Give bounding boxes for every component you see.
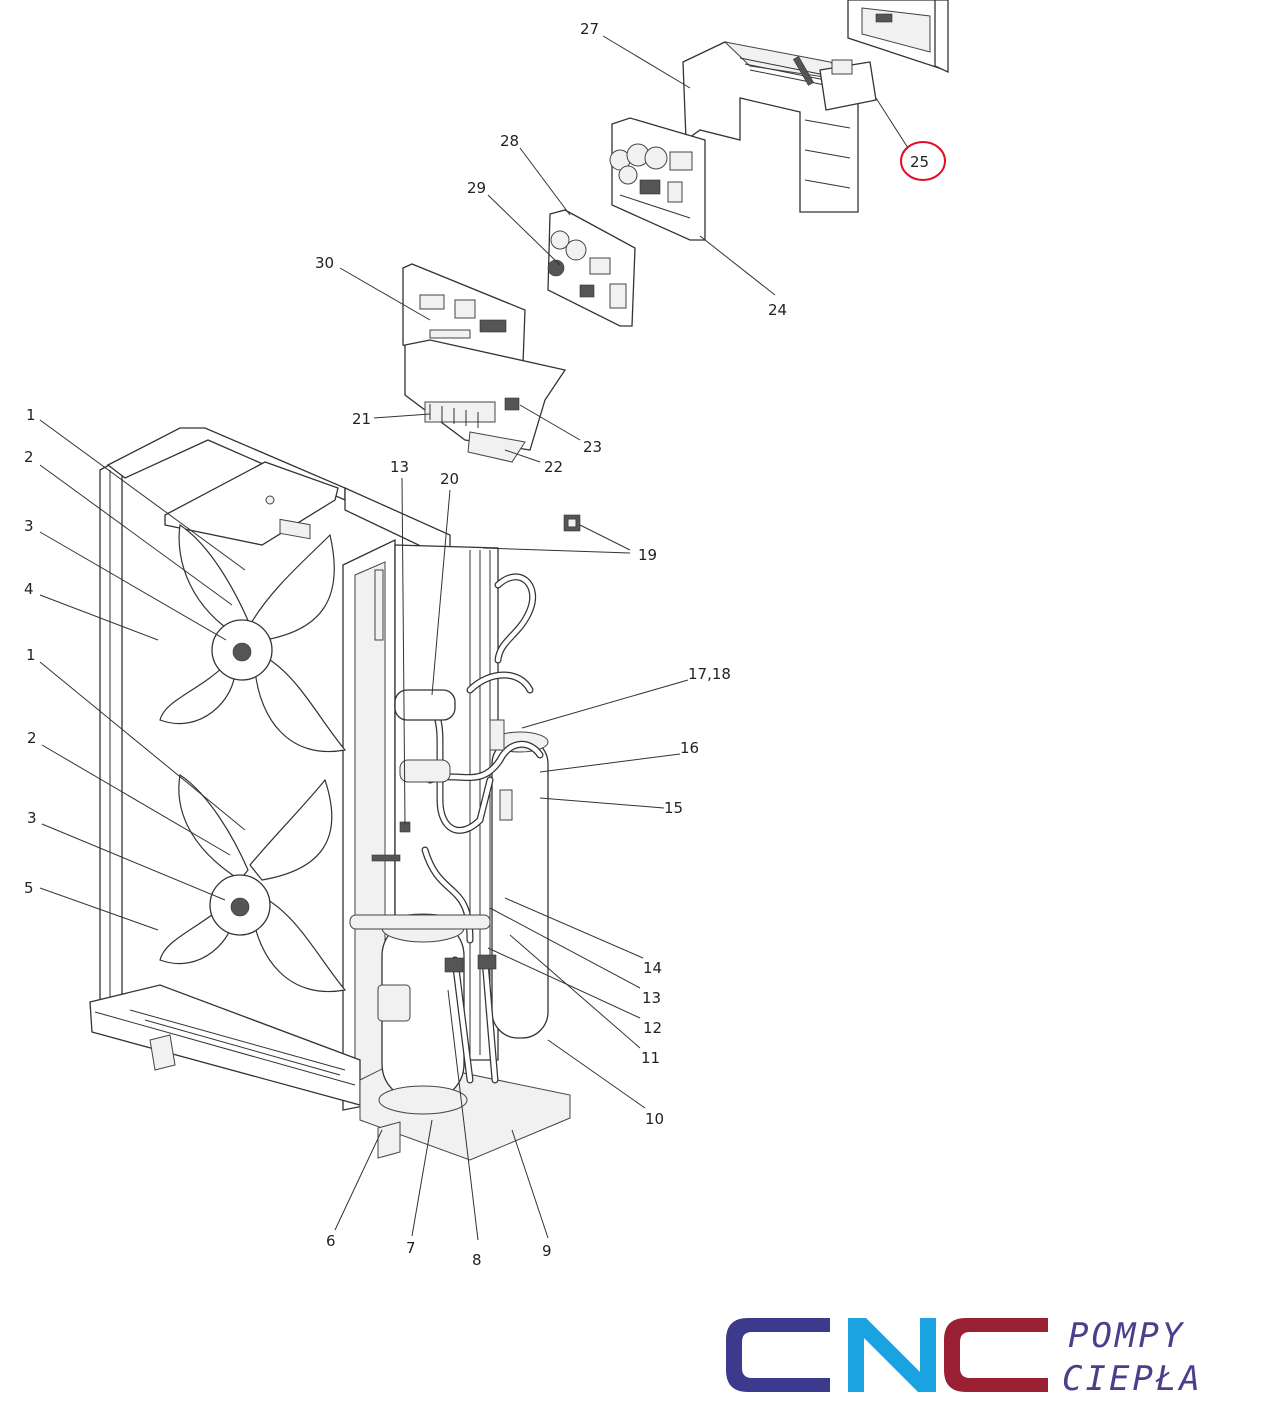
label-8: 8 <box>472 1251 482 1269</box>
label-9: 9 <box>542 1242 552 1260</box>
part-29-board <box>547 209 636 327</box>
logo-letter-c-first <box>726 1318 830 1392</box>
label-23: 23 <box>583 438 602 456</box>
label-21: 21 <box>352 410 371 428</box>
part-19-connector <box>563 514 581 532</box>
label-1-upper: 1 <box>26 406 36 424</box>
label-30: 30 <box>315 254 334 272</box>
refrigerant-piping <box>349 689 544 1084</box>
label-29: 29 <box>467 179 486 197</box>
label-13-top: 13 <box>390 458 409 476</box>
compressor <box>377 913 468 1115</box>
part-30-control-board <box>402 263 567 463</box>
label-14: 14 <box>643 959 662 977</box>
label-13-lower: 13 <box>642 989 661 1007</box>
label-19: 19 <box>638 546 657 564</box>
label-2-lower: 2 <box>27 729 37 747</box>
label-1-lower: 1 <box>26 646 36 664</box>
part-27-electrical-box <box>682 41 877 213</box>
label-17-18: 17,18 <box>688 665 731 683</box>
label-6: 6 <box>326 1232 336 1250</box>
logo-text-pompy: POMPY <box>1068 1316 1185 1356</box>
accumulator <box>491 731 549 1039</box>
label-11: 11 <box>641 1049 660 1067</box>
label-10: 10 <box>645 1110 664 1128</box>
label-20: 20 <box>440 470 459 488</box>
part-24-board <box>609 117 706 241</box>
lower-fan <box>159 773 347 993</box>
label-5: 5 <box>24 879 34 897</box>
label-12: 12 <box>643 1019 662 1037</box>
cnc-logo: POMPY CIEPŁA <box>726 1316 1203 1399</box>
callout-labels: 27 25 28 29 24 30 21 23 22 13 20 19 1 2 … <box>24 20 929 1269</box>
logo-letter-c-second <box>944 1318 1048 1392</box>
label-25: 25 <box>910 153 929 171</box>
label-4: 4 <box>24 580 34 598</box>
label-7: 7 <box>406 1239 416 1257</box>
label-2-upper: 2 <box>24 448 34 466</box>
highlight-circle-25 <box>900 141 946 181</box>
logo-text-ciepla: CIEPŁA <box>1062 1359 1203 1399</box>
logo-letter-n <box>848 1318 936 1392</box>
label-3-lower: 3 <box>27 809 37 827</box>
label-28: 28 <box>500 132 519 150</box>
label-27: 27 <box>580 20 599 38</box>
top-panel-part <box>847 0 949 74</box>
leader-lines <box>39 35 909 1241</box>
upper-fan <box>159 523 347 753</box>
label-16: 16 <box>680 739 699 757</box>
label-15: 15 <box>664 799 683 817</box>
label-22: 22 <box>544 458 563 476</box>
label-3-upper: 3 <box>24 517 34 535</box>
label-24: 24 <box>768 301 787 319</box>
